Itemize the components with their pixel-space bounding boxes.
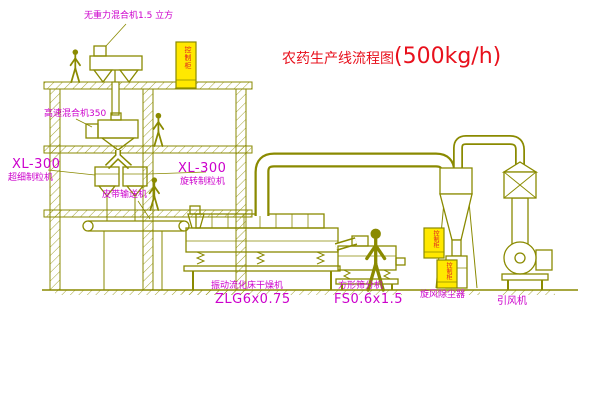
belt-conveyor — [82, 220, 190, 290]
label-granulator-right-model: XL-300 — [178, 161, 227, 176]
fluid-bed-dryer — [183, 205, 341, 290]
cyclone-outlet-pipe — [453, 135, 525, 176]
square-sifter — [335, 235, 406, 290]
label-dryer-name: 振动流化床干燥机 — [211, 281, 284, 291]
control-cabinet-top — [175, 41, 197, 89]
gravity-mixer — [89, 45, 143, 84]
cabinet-low-text: 控制柜 — [445, 262, 452, 280]
granulator-right — [122, 166, 148, 221]
control-cabinet-mid — [423, 227, 445, 259]
label-gravity-mixer: 无重力混合机1.5 立方 — [84, 11, 174, 21]
building-structure — [43, 81, 253, 291]
title-capacity: (500kg/h) — [394, 44, 502, 69]
cabinet-mid-text: 控制柜 — [432, 230, 439, 248]
exhaust-duct — [254, 152, 456, 216]
label-belt-conveyor: 皮带输送机 — [102, 190, 148, 200]
label-sifter-model: FS0.6x1.5 — [334, 292, 404, 307]
ground-line — [42, 289, 578, 295]
high-speed-mixer — [85, 112, 139, 151]
granulator-left — [94, 166, 120, 221]
y-chute — [104, 150, 133, 170]
label-dryer-model: ZLG6x0.75 — [215, 292, 291, 307]
label-high-speed-mixer: 高速混合机350 — [44, 109, 107, 119]
leader-lines — [47, 23, 207, 220]
worker-second-floor — [152, 112, 165, 147]
control-cabinet-low — [436, 259, 458, 289]
title-text: 农药生产线流程图 — [282, 51, 394, 67]
label-cyclone: 旋风除尘器 — [420, 290, 466, 300]
drawing-title: 农药生产线流程图(500kg/h) — [282, 44, 501, 69]
label-granulator-right-name: 旋转制粒机 — [180, 177, 226, 187]
label-sifter-name: 方形筛分机 — [338, 281, 384, 291]
label-granulator-left-model: XL-300 — [12, 157, 61, 172]
mixer-discharge-pipe — [111, 81, 120, 116]
label-fan: 引风机 — [497, 296, 527, 307]
worker-top-floor — [69, 48, 81, 83]
exhaust-stack — [501, 161, 539, 245]
induced-draft-fan — [501, 241, 553, 290]
cabinet-top-text: 控制柜 — [184, 46, 192, 70]
label-granulator-left-name: 超细制粒机 — [8, 173, 54, 183]
